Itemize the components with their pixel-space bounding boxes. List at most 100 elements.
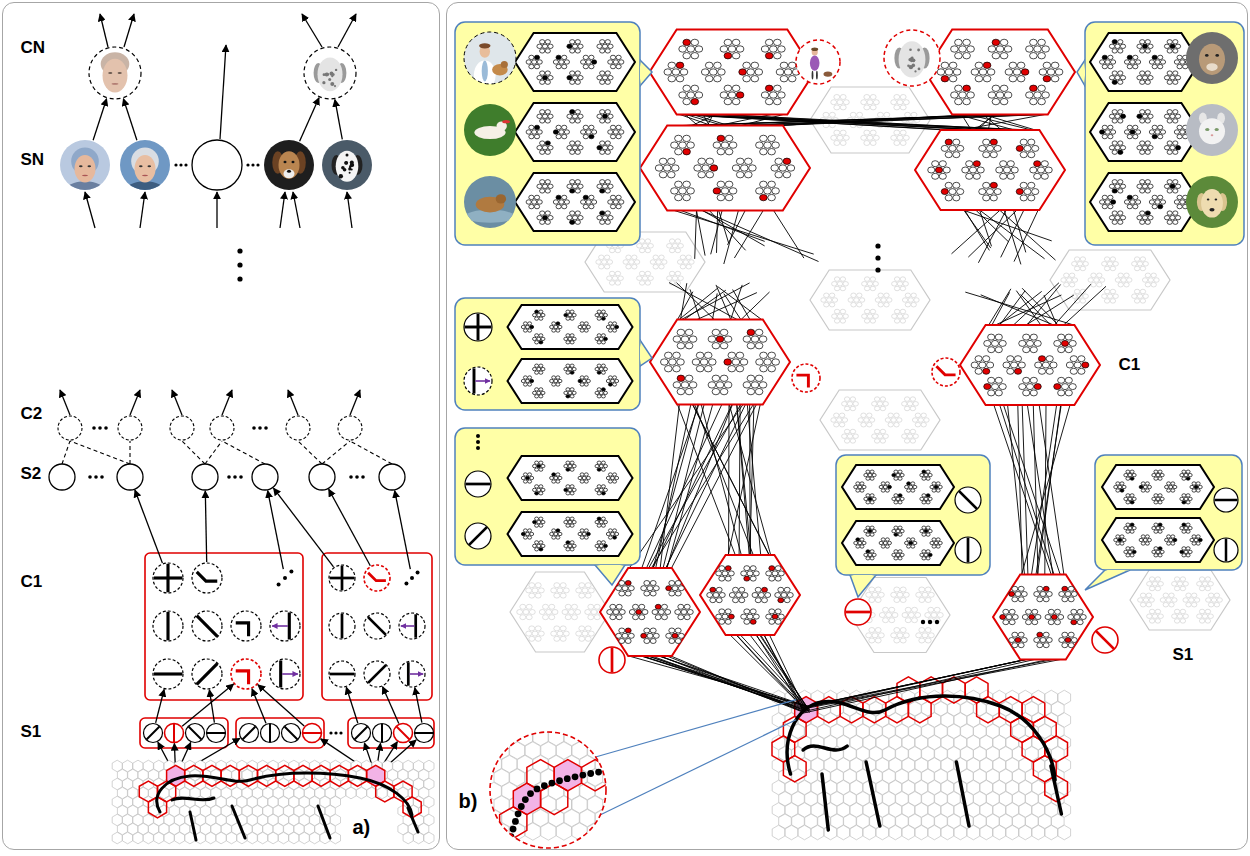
unit-ellipse <box>666 633 672 638</box>
unit-ellipse <box>658 610 664 615</box>
unit-ellipse <box>713 188 721 194</box>
unit-ellipse <box>594 615 600 620</box>
unit-ellipse <box>1026 92 1034 98</box>
unit-ellipse <box>986 189 993 195</box>
unit-ellipse <box>1094 278 1099 283</box>
unit-ellipse <box>642 244 647 249</box>
unit-ellipse <box>575 220 580 224</box>
unit-ellipse <box>908 613 914 618</box>
unit-ellipse <box>928 607 934 612</box>
unit-ellipse <box>1059 638 1065 643</box>
unit-ellipse <box>540 189 545 193</box>
unit-ellipse <box>973 161 980 167</box>
unit-ellipse <box>669 359 677 365</box>
unit-ellipse <box>722 614 728 619</box>
unit-ellipse <box>1071 592 1077 597</box>
unit-ellipse <box>689 382 697 388</box>
unit-ellipse <box>633 604 639 609</box>
unit-ellipse <box>832 298 837 303</box>
hexagon-outline <box>1130 570 1230 630</box>
unit-ellipse <box>934 607 940 612</box>
unit-ellipse <box>925 587 931 592</box>
unit-ellipse <box>575 110 580 114</box>
unit-ellipse <box>668 62 676 68</box>
unit-ellipse <box>1047 69 1055 75</box>
unit-ellipse <box>1043 62 1051 68</box>
unit-ellipse <box>772 614 778 619</box>
unit-ellipse <box>1000 39 1008 45</box>
unit-ellipse <box>523 610 529 615</box>
unit-ellipse <box>586 60 591 64</box>
unit-ellipse <box>788 76 796 82</box>
unit-ellipse <box>534 64 539 68</box>
unit-ellipse <box>1205 609 1210 614</box>
unit-ellipse <box>769 566 775 571</box>
unit-ellipse <box>605 49 610 53</box>
unit-ellipse <box>831 100 837 105</box>
unit-ellipse <box>1110 289 1115 294</box>
unit-ellipse <box>728 614 734 619</box>
unit-ellipse <box>775 576 781 581</box>
unit-ellipse <box>851 293 856 298</box>
unit-ellipse <box>1009 62 1017 68</box>
wire <box>669 283 737 320</box>
unit-ellipse <box>1028 139 1035 145</box>
unit-ellipse <box>874 439 879 444</box>
unit-ellipse <box>1064 282 1069 287</box>
guide-path <box>787 696 1055 780</box>
unit-ellipse <box>1102 294 1107 299</box>
unit-ellipse <box>608 76 613 80</box>
unit-ellipse <box>756 188 764 194</box>
unit-ellipse <box>1020 182 1027 188</box>
unit-ellipse <box>570 110 575 114</box>
unit-ellipse <box>911 293 916 298</box>
unit-ellipse <box>1066 362 1073 368</box>
unit-ellipse <box>1080 299 1085 304</box>
unit-ellipse <box>743 382 751 388</box>
unit-ellipse <box>570 119 575 123</box>
unit-ellipse <box>891 100 897 105</box>
unit-ellipse <box>591 130 596 134</box>
macro-hexagon <box>650 320 790 405</box>
unit-ellipse <box>733 587 739 592</box>
unit-ellipse <box>675 248 680 253</box>
unit-ellipse <box>575 40 580 44</box>
unit-ellipse <box>1038 356 1045 362</box>
unit-ellipse <box>719 593 725 598</box>
wire <box>804 660 1034 712</box>
unit-ellipse <box>864 286 869 291</box>
unit-ellipse <box>1058 390 1065 396</box>
unit-ellipse <box>832 314 837 319</box>
unit-ellipse <box>744 576 750 581</box>
unit-ellipse <box>675 194 683 200</box>
unit-ellipse <box>1024 189 1031 195</box>
unit-ellipse <box>591 60 596 64</box>
unit-ellipse <box>897 314 902 319</box>
unit-ellipse <box>588 604 594 609</box>
unit-ellipse <box>1024 145 1031 151</box>
unit-ellipse <box>622 633 628 638</box>
unit-ellipse <box>608 146 613 150</box>
unit-ellipse <box>542 146 547 150</box>
unit-ellipse <box>639 615 645 620</box>
unit-ellipse <box>534 125 539 129</box>
wire <box>660 405 679 569</box>
wire <box>981 295 1054 325</box>
circle <box>918 68 921 71</box>
unit-ellipse <box>578 114 583 118</box>
unit-ellipse <box>984 384 991 390</box>
unit-ellipse <box>739 587 745 592</box>
unit-ellipse <box>761 46 769 52</box>
unit-ellipse <box>1199 609 1204 614</box>
unit-ellipse <box>705 76 713 82</box>
unit-ellipse <box>629 260 634 265</box>
unit-ellipse <box>526 631 532 636</box>
unit-ellipse <box>669 239 674 244</box>
unit-ellipse <box>639 248 644 253</box>
unit-ellipse <box>685 375 693 381</box>
unit-ellipse <box>543 604 549 609</box>
unit-ellipse <box>1034 173 1041 179</box>
unit-ellipse <box>639 271 644 276</box>
unit-ellipse <box>1012 615 1018 620</box>
